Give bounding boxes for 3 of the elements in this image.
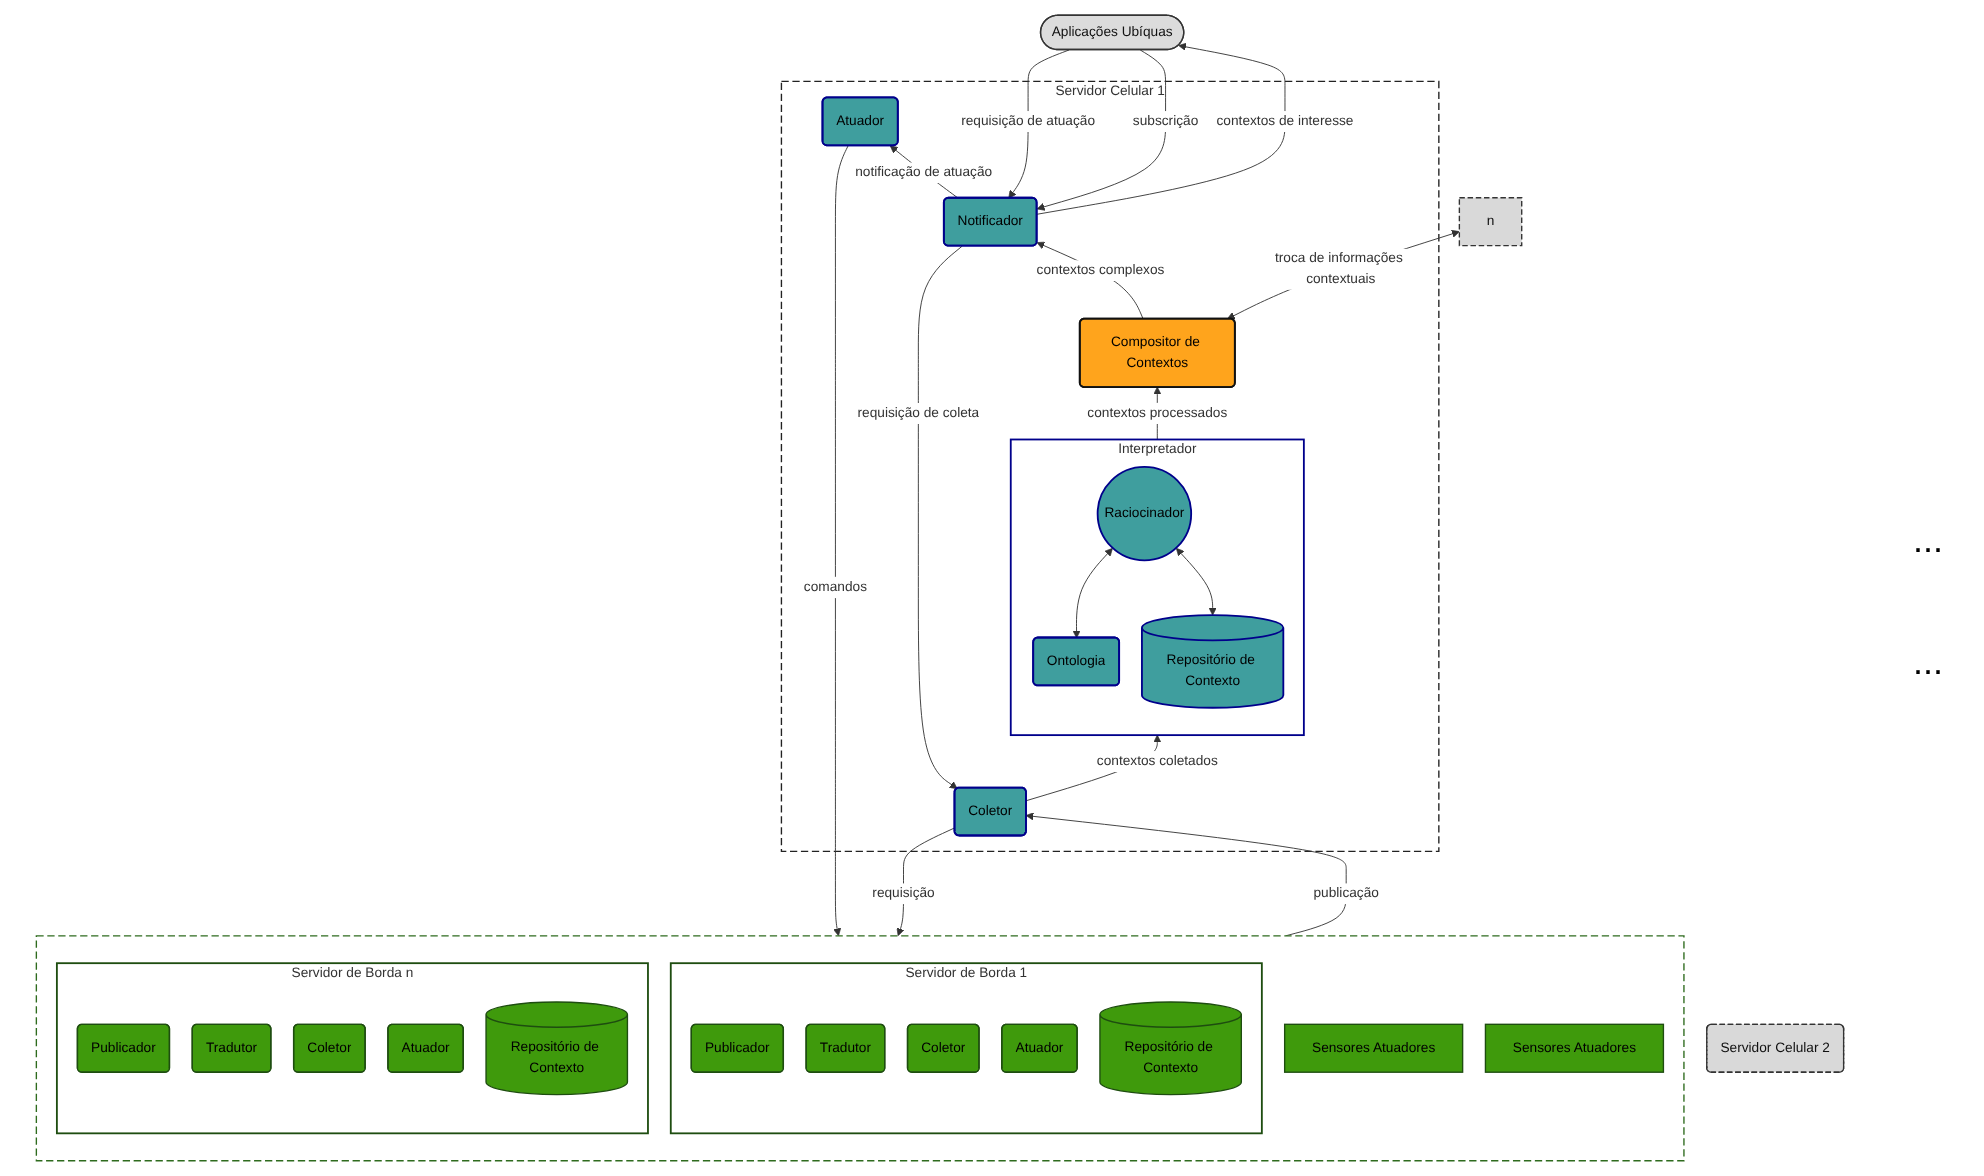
cluster xyxy=(35,935,1685,1162)
ellipsis-text: ... xyxy=(1912,520,1943,562)
ellipsis-text: ... xyxy=(1912,642,1943,684)
